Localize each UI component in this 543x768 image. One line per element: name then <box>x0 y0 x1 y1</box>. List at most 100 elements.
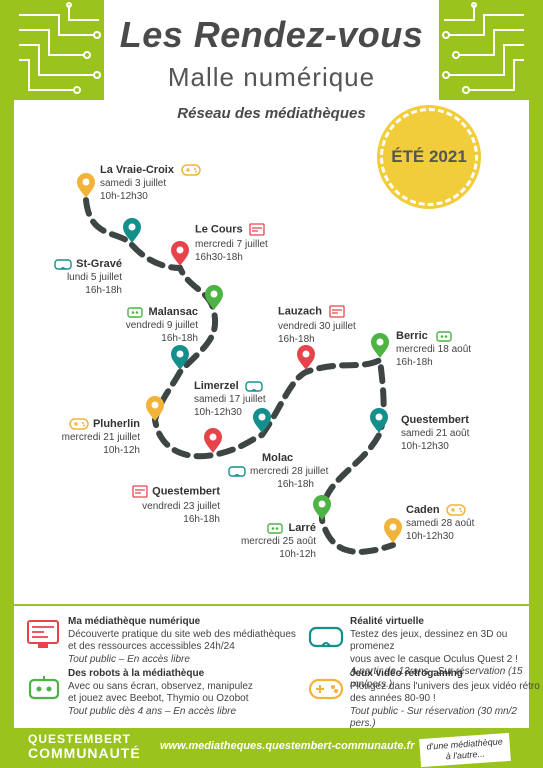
gamepad-icon <box>69 418 89 431</box>
activity-note: Tout public dès 4 ans – En accès libre <box>68 705 237 717</box>
summer-badge: ÉTÉ 2021 <box>380 108 478 206</box>
activity-note: A partir de 13 ans - Sur réservation (15… <box>350 666 523 690</box>
stop-time: 16h-18h <box>161 333 198 344</box>
vr-headset-icon <box>228 466 246 477</box>
section-divider <box>0 604 543 606</box>
stop-time: 10h-12h <box>279 549 316 560</box>
stop-date: mercredi 21 juillet <box>61 432 140 443</box>
activity-retrogaming: Jeux vidéo rétrogaming Plongez dans l'un… <box>350 668 543 731</box>
questembert-logo: QUESTEMBERT COMMUNAUTÉ <box>28 732 141 760</box>
stop-time: 16h-18h <box>278 334 315 345</box>
stop-date: samedi 17 juillet <box>194 394 266 405</box>
website-icon <box>329 305 345 318</box>
stop-date: vendredi 9 juillet <box>125 320 198 331</box>
stop-date: vendredi 30 juillet <box>278 321 356 332</box>
stop-caden: Caden samedi 28 août 10h-12h30 <box>406 504 474 543</box>
stop-date: samedi 28 août <box>406 518 475 529</box>
map-pin-hole <box>375 413 383 421</box>
stop-time: 16h30-18h <box>195 252 243 263</box>
activity-line: vous avec le casque Oculus Quest 2 ! <box>350 653 518 665</box>
stop-malansac: Malansac vendredi 9 juillet 16h-18h <box>118 306 198 345</box>
map-pin-hole <box>376 338 384 346</box>
stop-name: Caden <box>406 504 440 516</box>
stop-time: 10h-12h30 <box>401 441 449 452</box>
stop-date: mercredi 25 août <box>240 536 316 547</box>
stop-limerzel: Limerzel samedi 17 juillet 10h-12h30 <box>194 380 266 419</box>
activity-line: des années 80-90 ! <box>350 693 436 704</box>
route-path <box>83 197 396 555</box>
gamepad-icon <box>181 164 201 177</box>
activity-numerique: Ma médiathèque numérique Découverte prat… <box>68 616 296 666</box>
stop-le-cours: Le Cours mercredi 7 juillet 16h30-18h <box>195 222 268 264</box>
activity-note: Tout public – En accès libre <box>68 653 190 665</box>
circuit-decoration-right <box>439 0 529 100</box>
stop-date: mercredi 28 juillet <box>250 466 329 477</box>
stop-name: Molac <box>262 452 294 464</box>
stop-time: 10h-12h30 <box>406 531 454 542</box>
activity-vr: Réalité virtuelle Testez des jeux, dessi… <box>350 616 543 691</box>
gamepad-icon <box>446 504 467 517</box>
poster-title: Les Rendez-vous <box>119 14 424 55</box>
stop-date: samedi 21 août <box>401 428 470 439</box>
robot-icon <box>267 523 284 535</box>
poster-subtitle: Malle numérique <box>167 62 376 92</box>
map-pin-hole <box>176 246 184 254</box>
stop-name: Lauzach <box>278 305 323 318</box>
map-pin-hole <box>82 178 90 186</box>
stop-time: 10h-12h <box>103 445 140 456</box>
stop-time: 10h-12h30 <box>194 407 242 418</box>
robot-icon <box>127 307 144 319</box>
activity-line: Découverte pratique du site web des médi… <box>68 628 296 640</box>
activity-title: Jeux vidéo rétrogaming <box>350 668 463 679</box>
route-map <box>77 173 402 555</box>
logo-line-1: QUESTEMBERT <box>28 732 132 746</box>
stop-name: Le Cours <box>195 223 243 236</box>
stop-larre: Larré mercredi 25 août 10h-12h <box>228 522 316 561</box>
stop-pluherlin: Pluherlin mercredi 21 juillet 10h-12h <box>40 418 140 457</box>
map-pin-hole <box>151 401 159 409</box>
activity-line: Testez des jeux, dessinez en 3D ou prome… <box>350 628 508 653</box>
stop-date: mercredi 18 août <box>396 344 472 355</box>
stop-time: 10h-12h30 <box>100 191 148 202</box>
vr-headset-icon <box>308 626 344 648</box>
vr-headset-icon <box>54 259 72 270</box>
map-pin-hole <box>209 433 217 441</box>
map-pin-hole <box>210 290 218 298</box>
stop-name: Pluherlin <box>92 418 140 430</box>
map-pin-hole <box>302 350 310 358</box>
logo-line-2: COMMUNAUTÉ <box>28 745 141 761</box>
stop-date: mercredi 7 juillet <box>195 239 268 250</box>
gamepad-icon <box>308 678 344 700</box>
stop-name: Limerzel <box>194 380 239 392</box>
badge-label: ÉTÉ 2021 <box>391 147 467 166</box>
stop-name: Larré <box>288 522 316 534</box>
robot-icon <box>435 331 452 343</box>
activity-note: Tout public - Sur réservation (30 mn/2 p… <box>350 705 517 730</box>
network-label: Réseau des médiathèques <box>177 105 366 122</box>
stop-time: 16h-18h <box>396 357 433 368</box>
map-pin-hole <box>318 500 326 508</box>
stop-st-grave: St-Gravé lundi 5 juillet 16h-18h <box>40 258 122 297</box>
stop-time: 16h-18h <box>183 514 220 525</box>
stop-questembert-aout: Questembert samedi 21 août 10h-12h30 <box>401 414 469 453</box>
website-icon <box>249 223 266 236</box>
activity-line: Plongez dans l'univers des jeux vidéo ré… <box>350 680 540 692</box>
stop-name: Questembert <box>401 414 469 426</box>
activity-title: Réalité virtuelle <box>350 616 424 627</box>
robot-icon <box>28 676 60 700</box>
website-icon <box>132 485 148 498</box>
stop-name: Questembert <box>152 485 220 498</box>
stop-name: La Vraie-Croix <box>100 164 174 176</box>
stop-lauzach: Lauzach vendredi 30 juillet 16h-18h <box>278 304 356 346</box>
circuit-decoration-left <box>14 0 104 100</box>
stop-la-vraie-croix: La Vraie-Croix samedi 3 juillet 10h-12h3… <box>100 164 201 203</box>
map-pin-hole <box>128 223 136 231</box>
website-link[interactable]: www.mediatheques.questembert-communaute.… <box>160 740 415 752</box>
website-icon <box>27 620 59 648</box>
map-pin-hole <box>258 413 266 421</box>
stop-berric: Berric mercredi 18 août 16h-18h <box>396 330 471 369</box>
stop-date: vendredi 23 juillet <box>142 501 220 512</box>
activity-line: et jouez avec Beebot, Thymio ou Ozobot <box>68 693 249 704</box>
stop-date: lundi 5 juillet <box>66 272 122 283</box>
activity-title: Ma médiathèque numérique <box>68 616 201 627</box>
